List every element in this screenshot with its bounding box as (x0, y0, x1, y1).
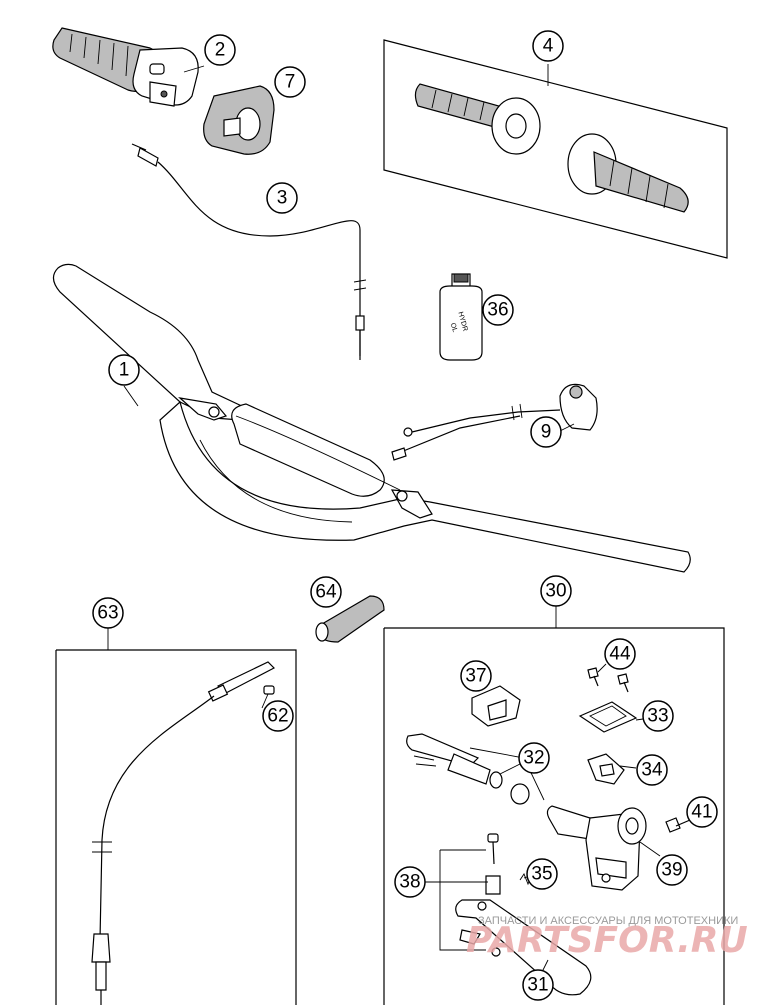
callout-64-label: 64 (315, 582, 337, 603)
callout-37: 37 (460, 660, 492, 692)
callout-38: 38 (394, 866, 426, 898)
callout-9-label: 9 (541, 422, 552, 443)
oil-bottle-label-line2: OL (449, 322, 458, 333)
brake-master-cylinder-box (383, 606, 725, 1005)
callout-4: 4 (532, 30, 564, 62)
throttle-cable (131, 143, 367, 360)
callout-2-label: 2 (215, 40, 226, 61)
callout-63: 63 (92, 597, 124, 629)
callout-64: 64 (310, 576, 342, 608)
callout-34: 34 (636, 754, 668, 786)
grip-kit-box (383, 39, 728, 259)
callout-39-label: 39 (661, 860, 682, 881)
callout-31-label: 31 (527, 975, 548, 996)
callout-41-label: 41 (691, 802, 712, 823)
throttle-grip-assembly (52, 27, 199, 107)
clutch-cable-box (55, 628, 297, 1005)
callout-4-label: 4 (543, 36, 554, 57)
callout-1-label: 1 (119, 360, 130, 381)
oil-bottle-label-line1: HYDR (457, 311, 469, 332)
callout-36-label: 36 (487, 300, 508, 321)
handlebar (52, 263, 691, 573)
callout-35: 35 (526, 858, 558, 890)
watermark-logo: PARTSFOR.RU (466, 920, 748, 961)
callout-39: 39 (656, 854, 688, 886)
callout-7-label: 7 (285, 72, 296, 93)
callout-62: 62 (262, 700, 294, 732)
callout-36: 36 (482, 294, 514, 326)
callout-41: 41 (686, 796, 718, 828)
watermark-tagline: ЗАПЧАСТИ И АКСЕССУАРЫ ДЛЯ МОТОТЕХНИКИ (478, 915, 738, 927)
callout-63-label: 63 (97, 603, 118, 624)
callout-44-label: 44 (609, 644, 631, 665)
callout-38-label: 38 (399, 872, 420, 893)
callout-37-label: 37 (465, 666, 486, 687)
callout-1: 1 (108, 354, 140, 386)
callout-7: 7 (274, 66, 306, 98)
throttle-housing (203, 85, 275, 155)
callout-3-label: 3 (277, 188, 288, 209)
hydraulic-oil-bottle: HYDR OL (439, 273, 483, 361)
bar-plug (315, 595, 385, 643)
callout-32-label: 32 (523, 748, 544, 769)
callout-33-label: 33 (647, 706, 668, 727)
kill-switch (391, 383, 598, 461)
callout-62-label: 62 (267, 706, 288, 727)
watermark: ЗАПЧАСТИ И АКСЕССУАРЫ ДЛЯ МОТОТЕХНИКИ PA… (466, 915, 748, 961)
callout-9: 9 (530, 416, 562, 448)
callout-30: 30 (540, 575, 572, 607)
callout-32: 32 (518, 742, 550, 774)
callouts: 1 2 3 4 7 9 30 31 32 33 34 35 36 37 38 3… (92, 30, 718, 1001)
callout-44: 44 (604, 638, 636, 670)
leader-lines (123, 65, 665, 977)
callout-2: 2 (204, 34, 236, 66)
callout-30-label: 30 (545, 581, 566, 602)
callout-31: 31 (522, 969, 554, 1001)
callout-33: 33 (642, 700, 674, 732)
callout-3: 3 (266, 182, 298, 214)
callout-34-label: 34 (641, 760, 663, 781)
callout-35-label: 35 (531, 864, 552, 885)
